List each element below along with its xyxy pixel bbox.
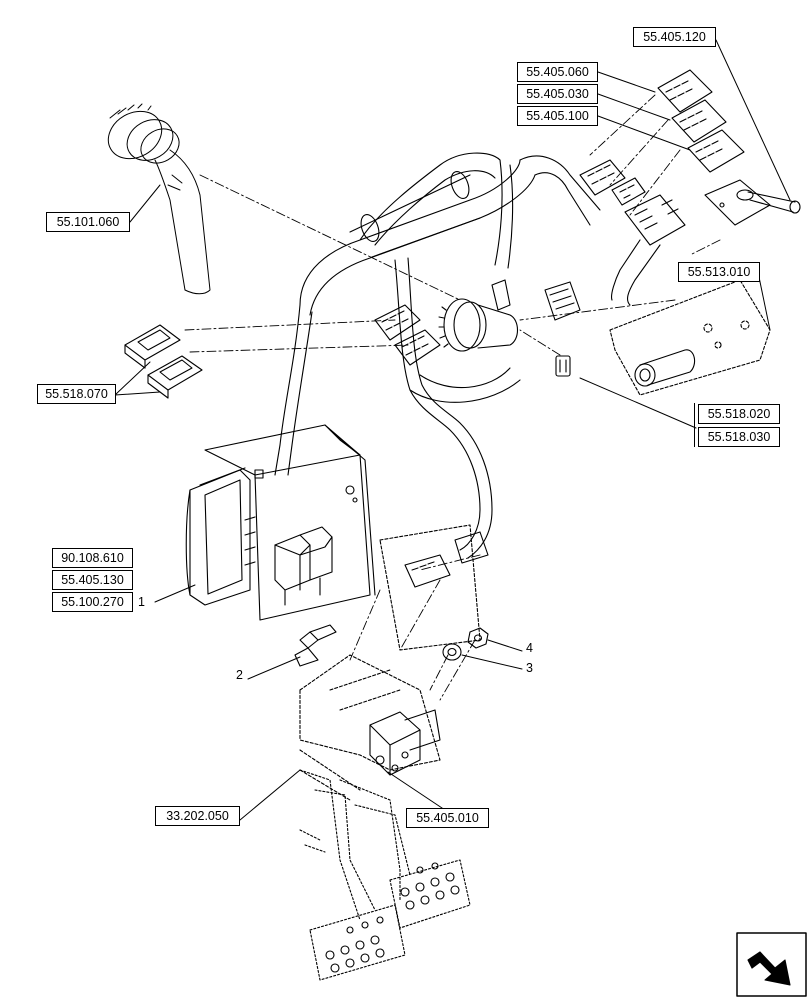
- center-connectors: [374, 279, 581, 366]
- top-right-plugs: [657, 69, 745, 173]
- control-unit-assembly: [185, 424, 376, 621]
- ref-label-55-405-030: 55.405.030: [517, 84, 598, 104]
- ref-label-55-100-270: 55.100.270: [52, 592, 133, 612]
- right-connectors: [579, 159, 686, 306]
- lower-connector: [404, 531, 489, 588]
- pedal-switch-part: [369, 709, 441, 776]
- pedal-pads: [325, 862, 460, 973]
- ref-label-90-108-610: 90.108.610: [52, 548, 133, 568]
- toggle-switch-part: [704, 179, 801, 226]
- item-number-1: 1: [138, 595, 145, 609]
- ref-label-55-513-010: 55.513.010: [678, 262, 760, 282]
- ref-label-55-405-060: 55.405.060: [517, 62, 598, 82]
- ref-label-55-405-100: 55.405.100: [517, 106, 598, 126]
- item-number-3: 3: [526, 661, 533, 675]
- round-connector-part: [107, 103, 211, 295]
- round-knob-part: [634, 349, 696, 387]
- ref-label-55-518-070: 55.518.070: [37, 384, 116, 404]
- small-sensor-part: [555, 355, 571, 377]
- connection-lines: [184, 94, 721, 701]
- bolt-part: [294, 624, 337, 667]
- leader-lines: [114, 39, 791, 821]
- harness-trunk: [274, 152, 601, 559]
- ref-bracket-55-518: [694, 403, 695, 447]
- next-page-arrow-icon[interactable]: [736, 932, 807, 997]
- pedal-support-dashed: [299, 524, 481, 801]
- item-number-2: 2: [236, 668, 243, 682]
- ref-label-55-518-020: 55.518.020: [698, 404, 780, 424]
- left-switches: [124, 324, 203, 399]
- ref-label-55-405-120: 55.405.120: [633, 27, 716, 47]
- pedal-bracket-dashed: [609, 279, 771, 396]
- ref-label-55-518-030: 55.518.030: [698, 427, 780, 447]
- nut-part: [467, 627, 489, 649]
- ref-label-55-101-060: 55.101.060: [46, 212, 130, 232]
- ref-label-55-405-010: 55.405.010: [406, 808, 489, 828]
- brake-pedals: [299, 769, 471, 981]
- item-number-4: 4: [526, 641, 533, 655]
- washer-part: [442, 643, 462, 661]
- ref-label-55-405-130: 55.405.130: [52, 570, 133, 590]
- round-plug-part: [438, 298, 519, 352]
- ref-label-33-202-050: 33.202.050: [155, 806, 240, 826]
